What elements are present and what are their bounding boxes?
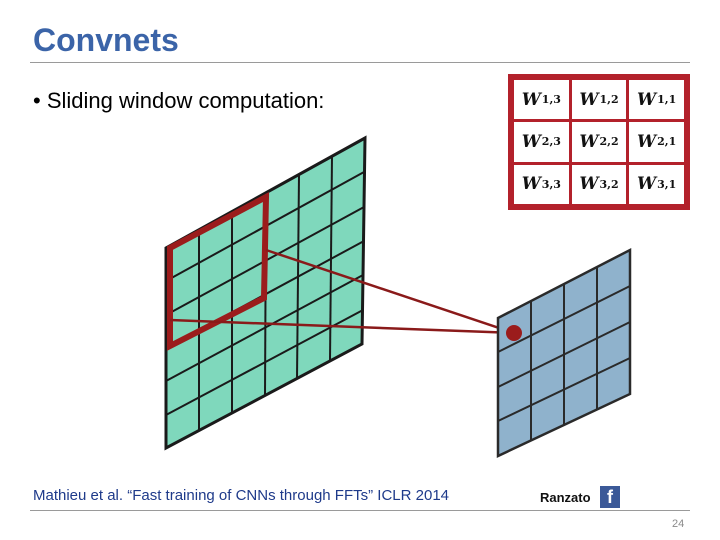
input-feature-map bbox=[164, 135, 367, 451]
facebook-icon: f bbox=[600, 486, 620, 508]
page-number: 24 bbox=[672, 518, 685, 530]
citation-text: Mathieu et al. “Fast training of CNNs th… bbox=[33, 487, 450, 504]
footer-divider bbox=[30, 510, 690, 511]
brand-name: Ranzato bbox=[540, 490, 591, 505]
output-feature-map bbox=[496, 247, 632, 458]
projection-lines bbox=[169, 248, 515, 335]
sliding-window-highlight bbox=[167, 191, 270, 351]
title-divider bbox=[30, 62, 690, 63]
bullet-text: • Sliding window computation: bbox=[33, 88, 325, 113]
output-grid-lines bbox=[497, 267, 631, 441]
slide-title: Convnets bbox=[33, 22, 179, 58]
output-unit-dot bbox=[506, 325, 522, 341]
